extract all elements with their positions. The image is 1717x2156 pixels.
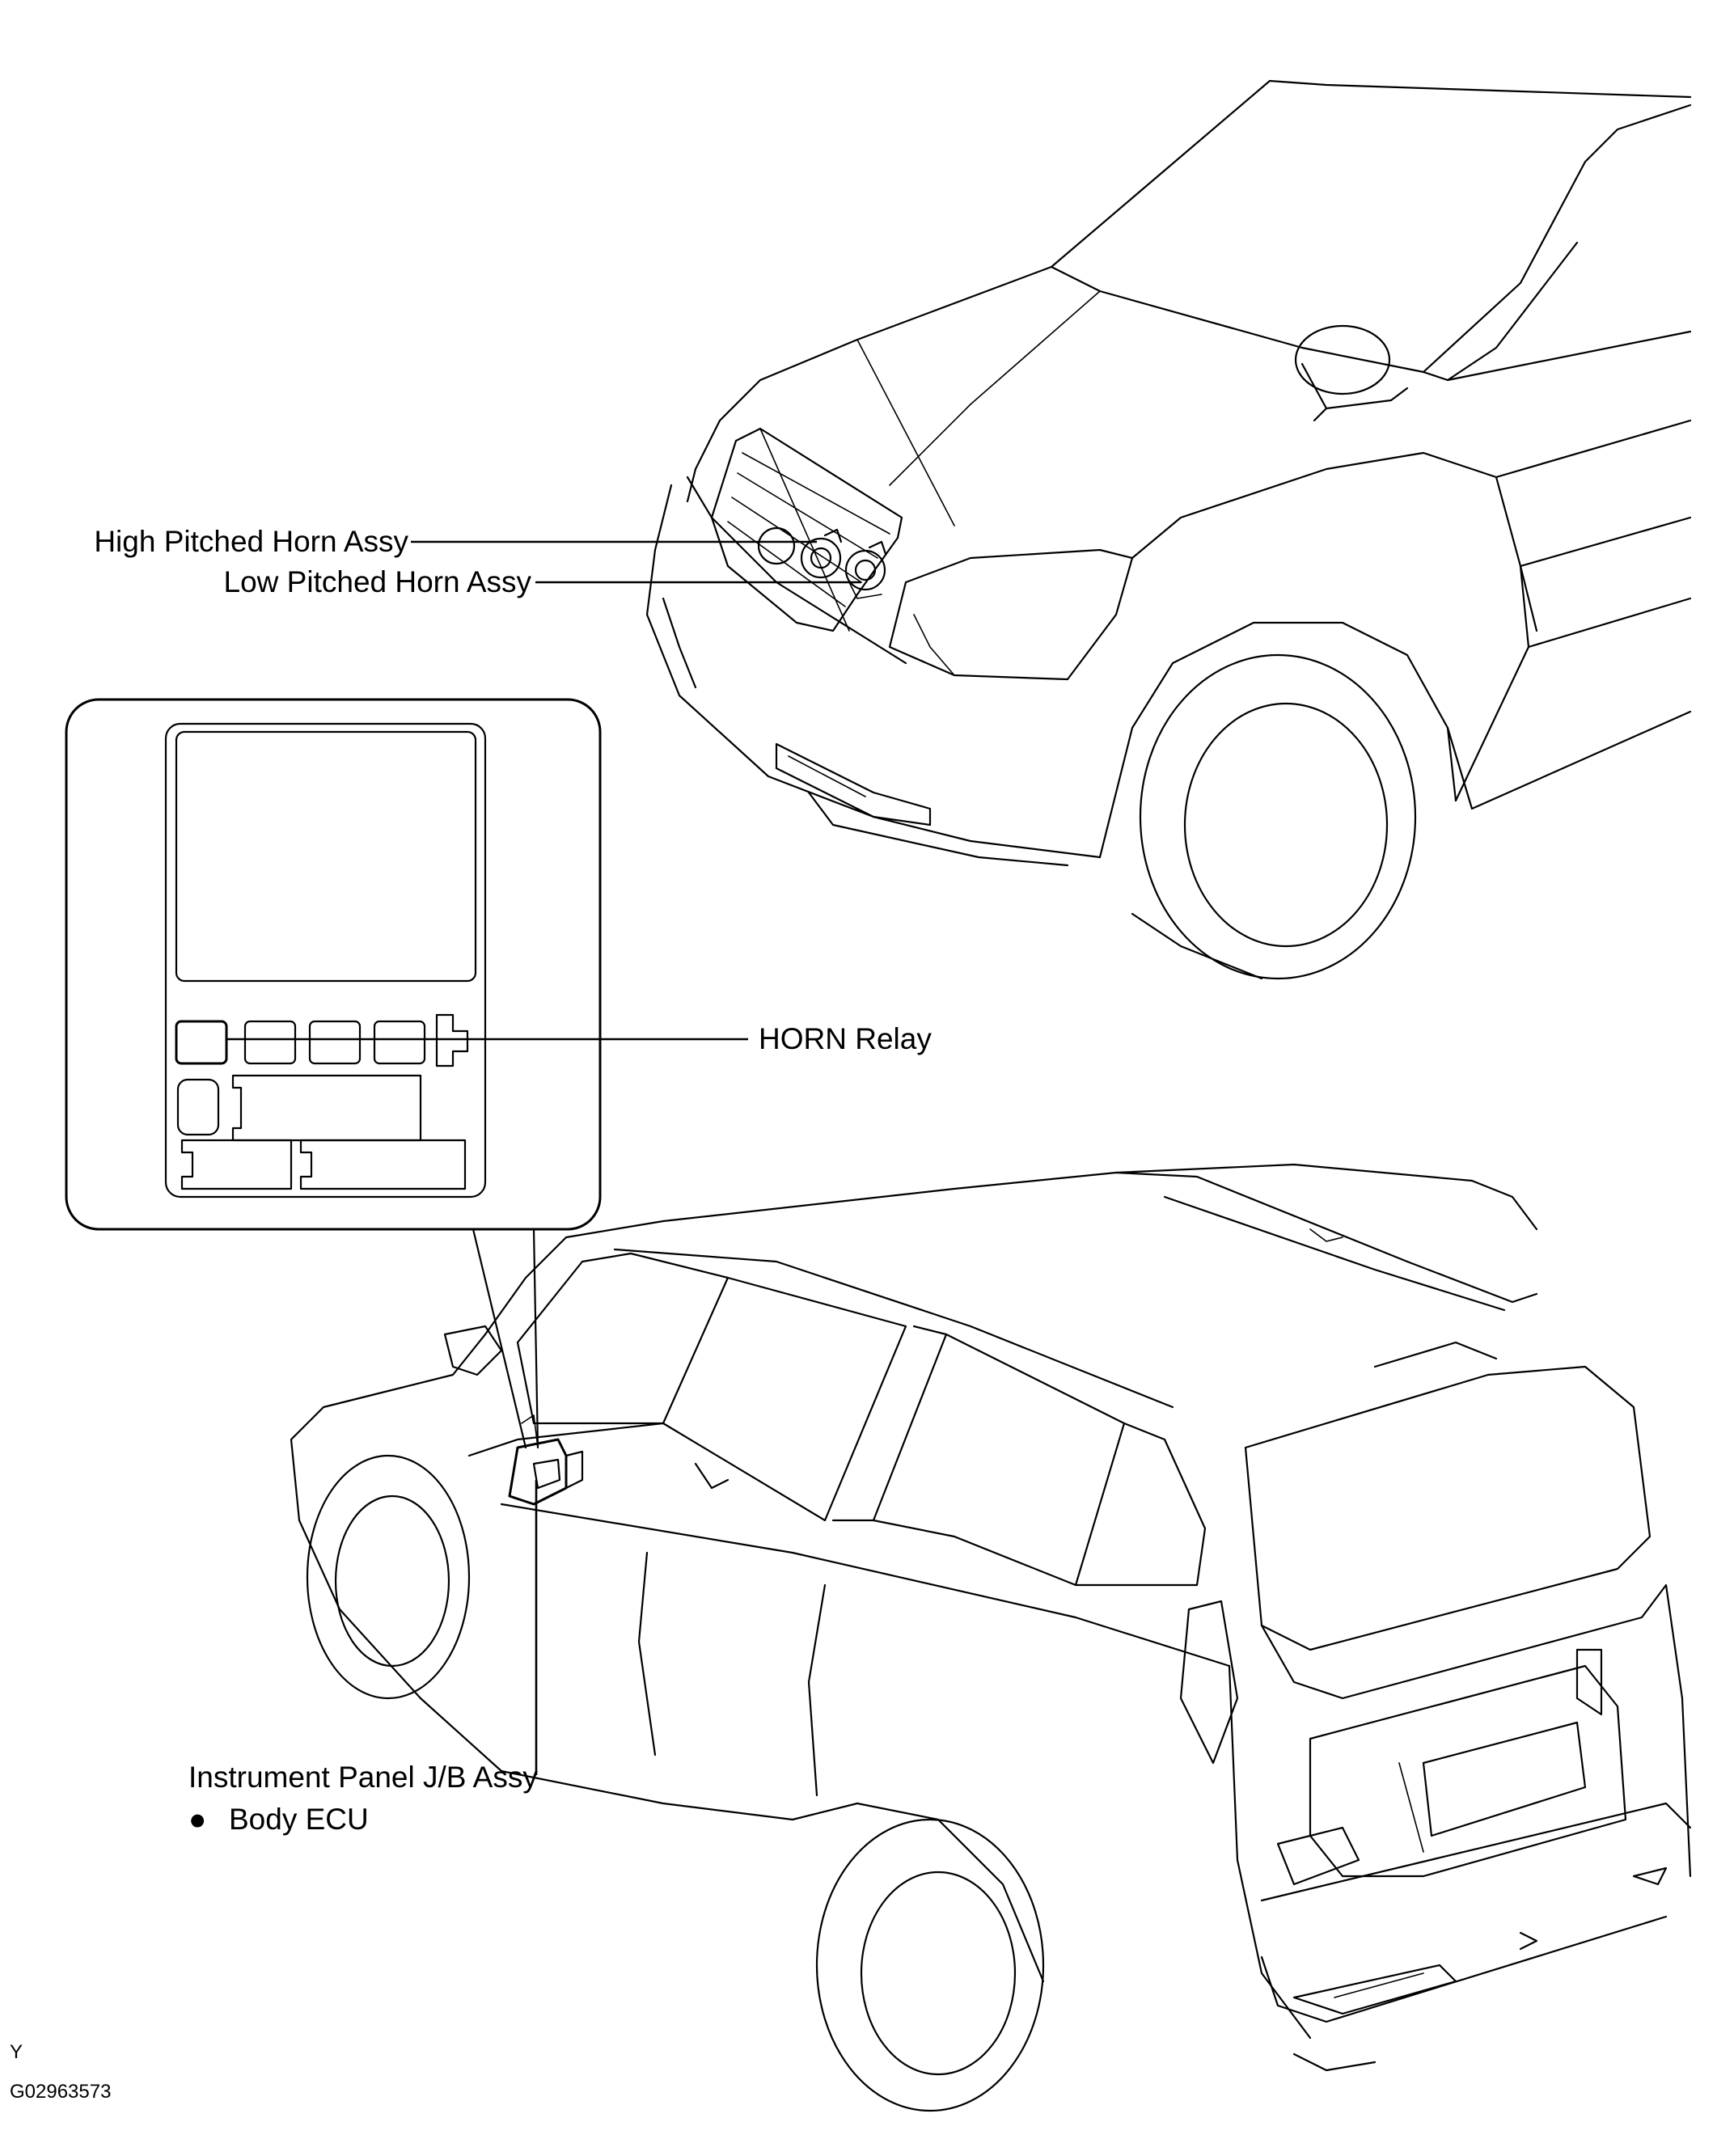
body-ecu-marker: ● bbox=[188, 1803, 206, 1836]
inset-frame bbox=[65, 698, 602, 1231]
low-pitched-horn-label: Low Pitched Horn Assy bbox=[224, 565, 532, 598]
figure-code: G02963573 bbox=[10, 2081, 111, 2103]
rear-vehicle-illustration bbox=[290, 1163, 1692, 2112]
horn-relay-slot bbox=[175, 1020, 228, 1065]
horn-relay-label: HORN Relay bbox=[759, 1022, 932, 1055]
body-ecu-label: Body ECU bbox=[229, 1803, 369, 1836]
junction-box-inset bbox=[65, 698, 602, 1231]
instrument-panel-jb-label: Instrument Panel J/B Assy bbox=[188, 1761, 538, 1794]
front-vehicle-illustration bbox=[645, 79, 1692, 980]
footer-letter: Y bbox=[10, 2041, 23, 2063]
high-pitched-horn-label: High Pitched Horn Assy bbox=[94, 525, 408, 558]
